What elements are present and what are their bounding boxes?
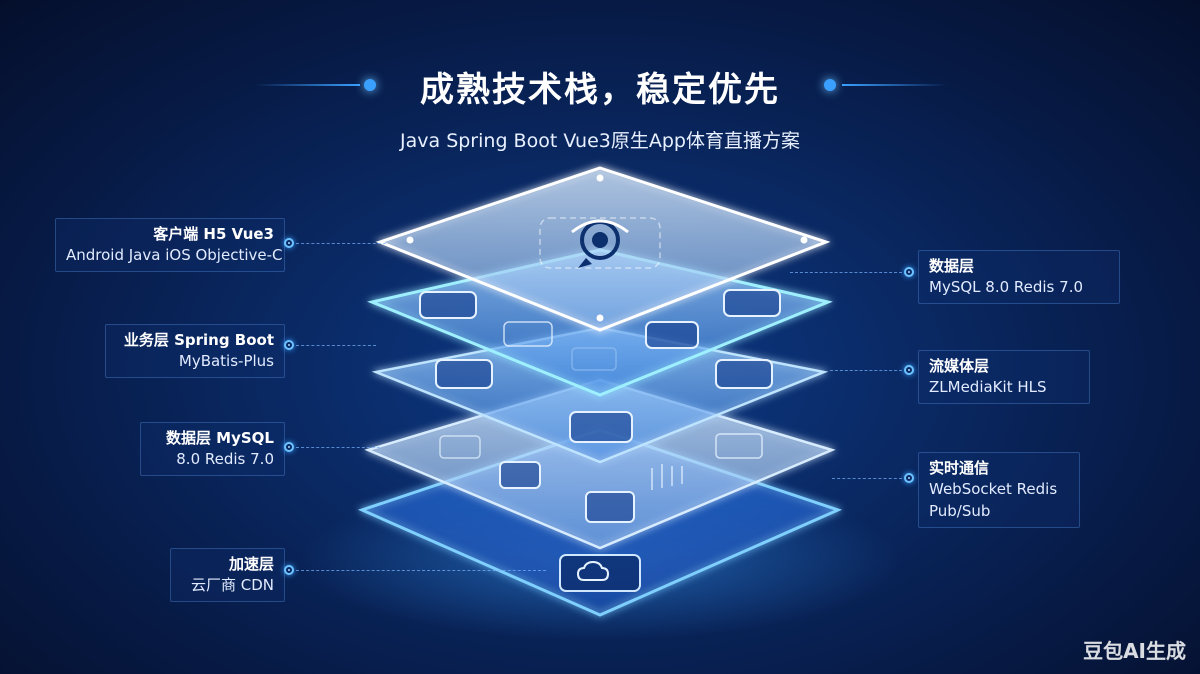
left-label-business-desc: MyBatis-Plus <box>178 352 274 370</box>
watermark: 豆包AI生成 <box>1083 639 1186 663</box>
page-subtitle: Java Spring Boot Vue3原生App体育直播方案 <box>400 130 800 152</box>
connector-line-left-1 <box>296 243 386 244</box>
refresh-icon <box>435 359 493 389</box>
box-icon <box>645 321 699 349</box>
connector-line-left-2 <box>296 345 376 346</box>
code-icon <box>569 411 633 443</box>
right-label-data-desc: MySQL 8.0 Redis 7.0 <box>929 278 1083 296</box>
network-icon <box>651 464 683 490</box>
right-label-realtime-title: 实时通信 <box>929 459 990 477</box>
connector-line-right-1 <box>790 272 902 273</box>
user-icon <box>503 321 553 347</box>
title-dot-left <box>364 79 376 91</box>
right-label-realtime: 实时通信 WebSocket Redis Pub/Sub <box>918 452 1080 528</box>
left-label-client-title: 客户端 H5 Vue3 <box>153 225 274 243</box>
page-title: 成熟技术栈，稳定优先 <box>420 70 780 110</box>
right-label-realtime-desc: WebSocket Redis Pub/Sub <box>929 480 1058 520</box>
left-label-acceleration: 加速层 云厂商 CDN <box>170 548 285 602</box>
cloud-icon <box>559 554 641 592</box>
left-label-data-desc: 8.0 Redis 7.0 <box>176 450 274 468</box>
left-label-data-title: 数据层 MySQL <box>165 429 274 447</box>
connector-node-right-1 <box>904 267 914 277</box>
connector-line-left-4 <box>296 570 546 571</box>
right-label-streaming: 流媒体层 ZLMediaKit HLS <box>918 350 1090 404</box>
server-icon <box>723 289 781 317</box>
right-label-streaming-title: 流媒体层 <box>929 357 990 375</box>
connector-line-right-3 <box>832 478 902 479</box>
right-label-data: 数据层 MySQL 8.0 Redis 7.0 <box>918 250 1120 304</box>
database-icon <box>439 435 481 459</box>
title-line-right <box>842 84 947 86</box>
shield-icon <box>419 291 477 319</box>
left-label-acceleration-title: 加速层 <box>228 555 274 573</box>
layer-data-storage <box>364 378 836 550</box>
left-label-acceleration-desc: 云厂商 CDN <box>190 576 274 594</box>
connector-node-right-2 <box>904 365 914 375</box>
connector-node-left-3 <box>284 442 294 452</box>
title-dot-right <box>824 79 836 91</box>
left-label-business: 业务层 Spring Boot MyBatis-Plus <box>105 324 285 378</box>
connector-node-left-1 <box>284 238 294 248</box>
chart-icon <box>715 359 773 389</box>
cloud-icon-shape <box>576 560 610 581</box>
connector-node-left-4 <box>284 565 294 575</box>
left-label-client: 客户端 H5 Vue3 Android Java iOS Objective-C <box>55 218 285 272</box>
grid-icon <box>585 491 635 523</box>
left-label-data: 数据层 MySQL 8.0 Redis 7.0 <box>140 422 285 476</box>
right-label-data-title: 数据层 <box>929 257 975 275</box>
live-stream-icon <box>571 219 629 268</box>
header: 成熟技术栈，稳定优先 <box>0 62 1200 110</box>
bars-icon <box>499 461 541 489</box>
connector-node-right-3 <box>904 473 914 483</box>
right-label-streaming-desc: ZLMediaKit HLS <box>929 378 1047 396</box>
layer-client <box>375 166 831 332</box>
connector-node-left-2 <box>284 340 294 350</box>
monitor-icon <box>715 433 763 459</box>
left-label-business-title: 业务层 Spring Boot <box>123 331 274 349</box>
title-line-left <box>255 84 360 86</box>
connector-line-right-2 <box>830 370 902 371</box>
left-label-client-desc: Android Java iOS Objective-C <box>66 246 283 264</box>
connector-line-left-3 <box>296 447 380 448</box>
